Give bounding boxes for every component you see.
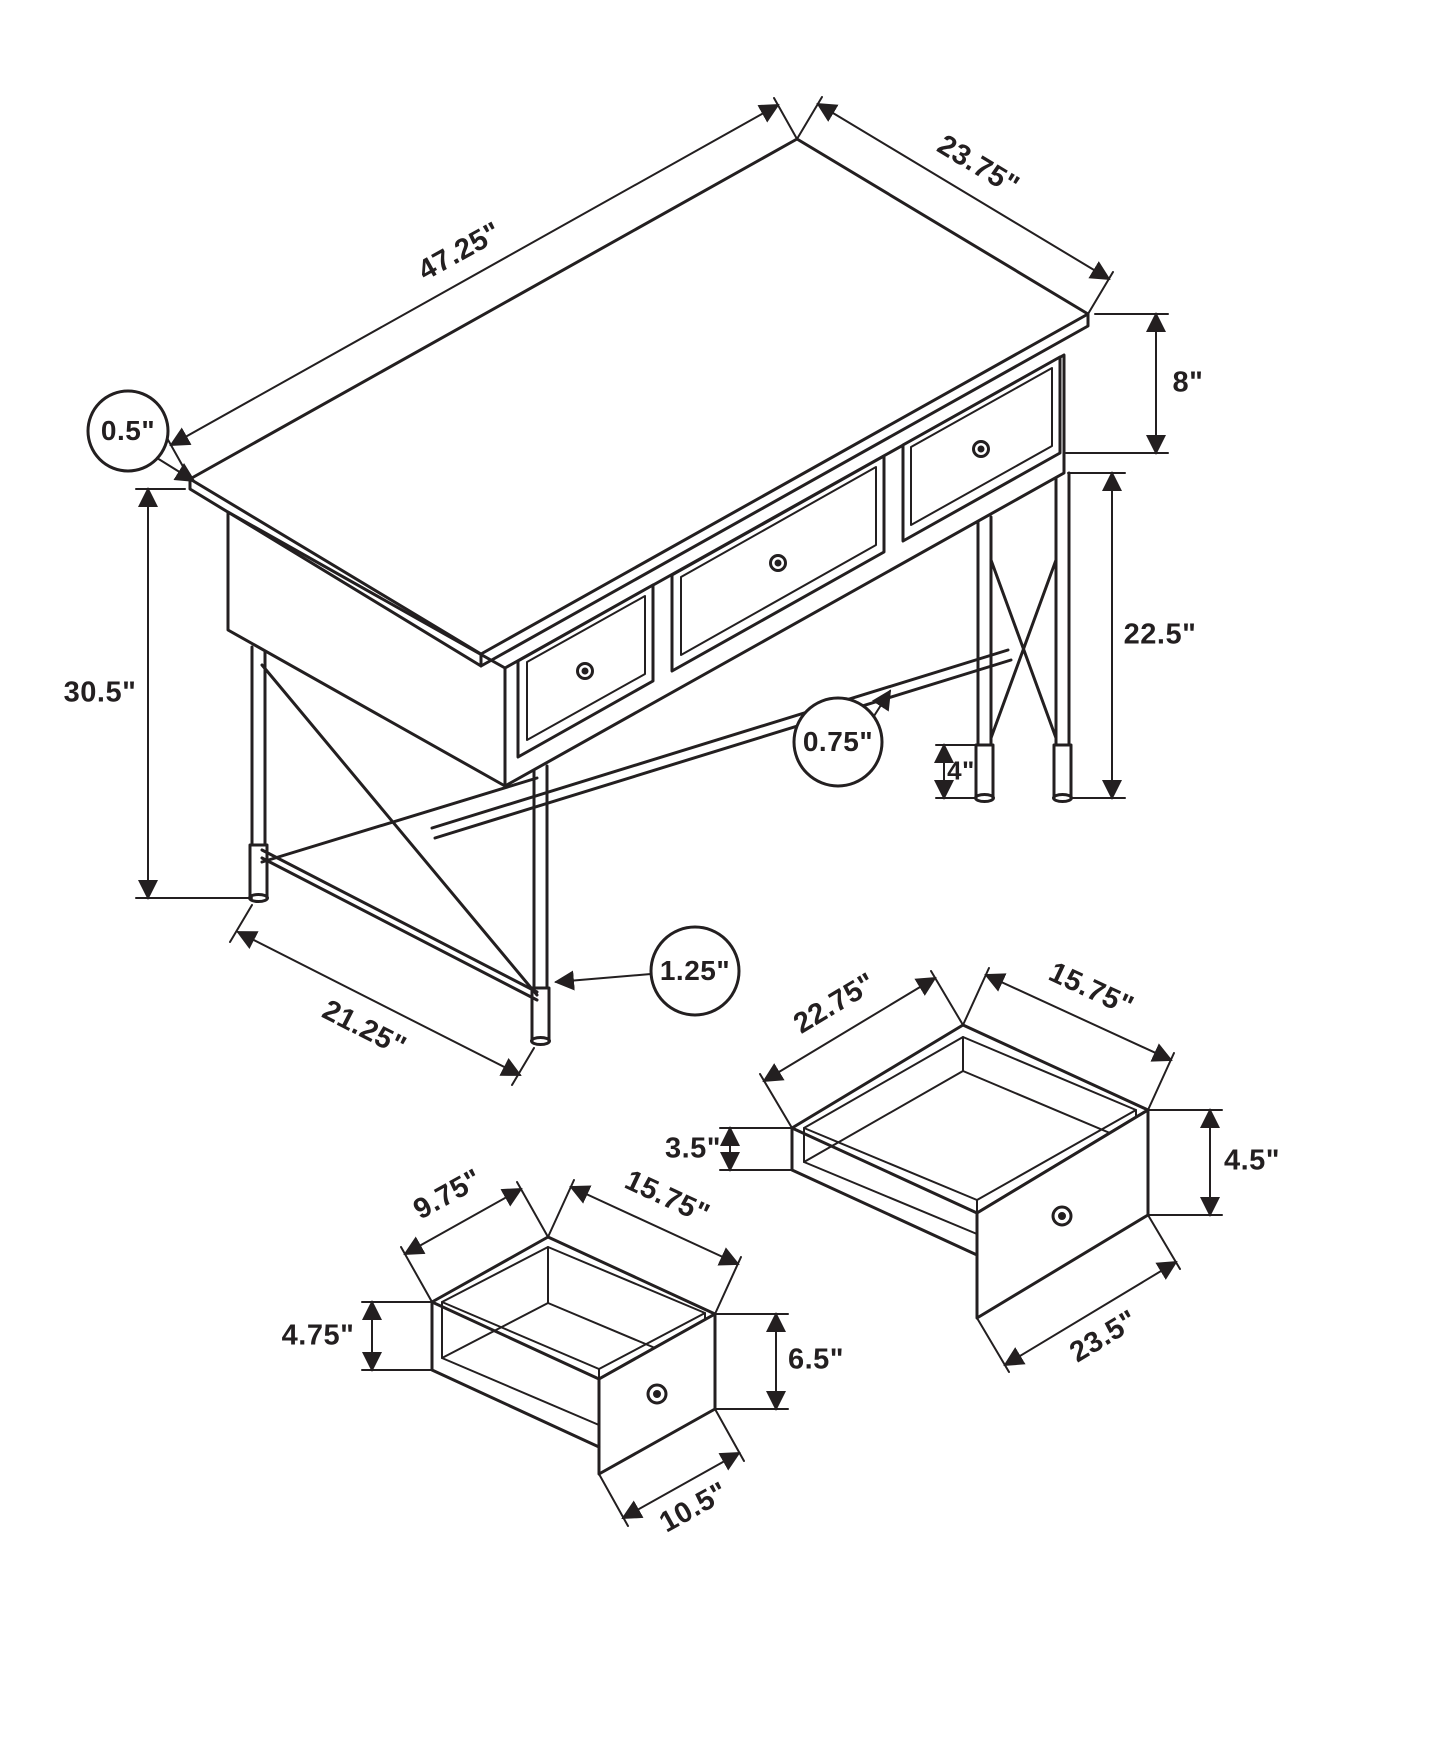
dim-center-drawer-width — [547, 1179, 742, 1315]
dim-side-drawer-width — [962, 967, 1175, 1111]
dim-center-drawer-back-height — [361, 1300, 433, 1372]
dim-desk-top-depth — [796, 96, 1114, 315]
dim-label-side-drawer-back-height: 3.5" — [664, 1132, 722, 1165]
callout-top-thickness — [86, 389, 196, 483]
dim-side-drawer-front-height — [1147, 1108, 1223, 1217]
dim-overall-height — [135, 487, 253, 900]
callout-label-stretcher-diameter: 0.75" — [802, 726, 874, 757]
dim-label-foot-height: 4" — [947, 755, 975, 786]
desk-drawing — [188, 137, 1090, 1046]
center-drawer-detail — [361, 1179, 789, 1527]
dim-foot-height — [934, 743, 977, 800]
callout-label-top-thickness: 0.5" — [100, 415, 156, 446]
side-drawer-detail — [719, 967, 1223, 1373]
dim-label-center-drawer-front-height: 6.5" — [787, 1343, 845, 1376]
callout-label-leg-diameter: 1.25" — [659, 955, 731, 986]
dim-label-overall-height: 30.5" — [63, 676, 137, 709]
dim-base-depth — [229, 904, 535, 1086]
dim-label-center-drawer-back-height: 4.75" — [281, 1319, 355, 1352]
dim-label-leg-height: 22.5" — [1123, 618, 1197, 651]
dim-leg-height — [1067, 471, 1126, 800]
callout-leg-diameter — [554, 925, 741, 1017]
dim-drawer-height — [1065, 312, 1169, 455]
desk-drawers — [516, 355, 1062, 759]
dim-center-drawer-front-height — [714, 1312, 789, 1411]
callout-stretcher-diameter — [792, 689, 892, 788]
dim-center-drawer-depth — [400, 1181, 549, 1303]
desk-legs — [248, 471, 1073, 1046]
dim-center-drawer-front-width — [598, 1408, 745, 1527]
dim-label-side-drawer-front-height: 4.5" — [1223, 1144, 1281, 1177]
dim-label-drawer-height: 8" — [1172, 366, 1204, 399]
dim-side-drawer-front-width — [976, 1214, 1181, 1373]
dim-side-drawer-back-height — [719, 1126, 793, 1172]
dim-side-drawer-depth — [759, 970, 964, 1129]
